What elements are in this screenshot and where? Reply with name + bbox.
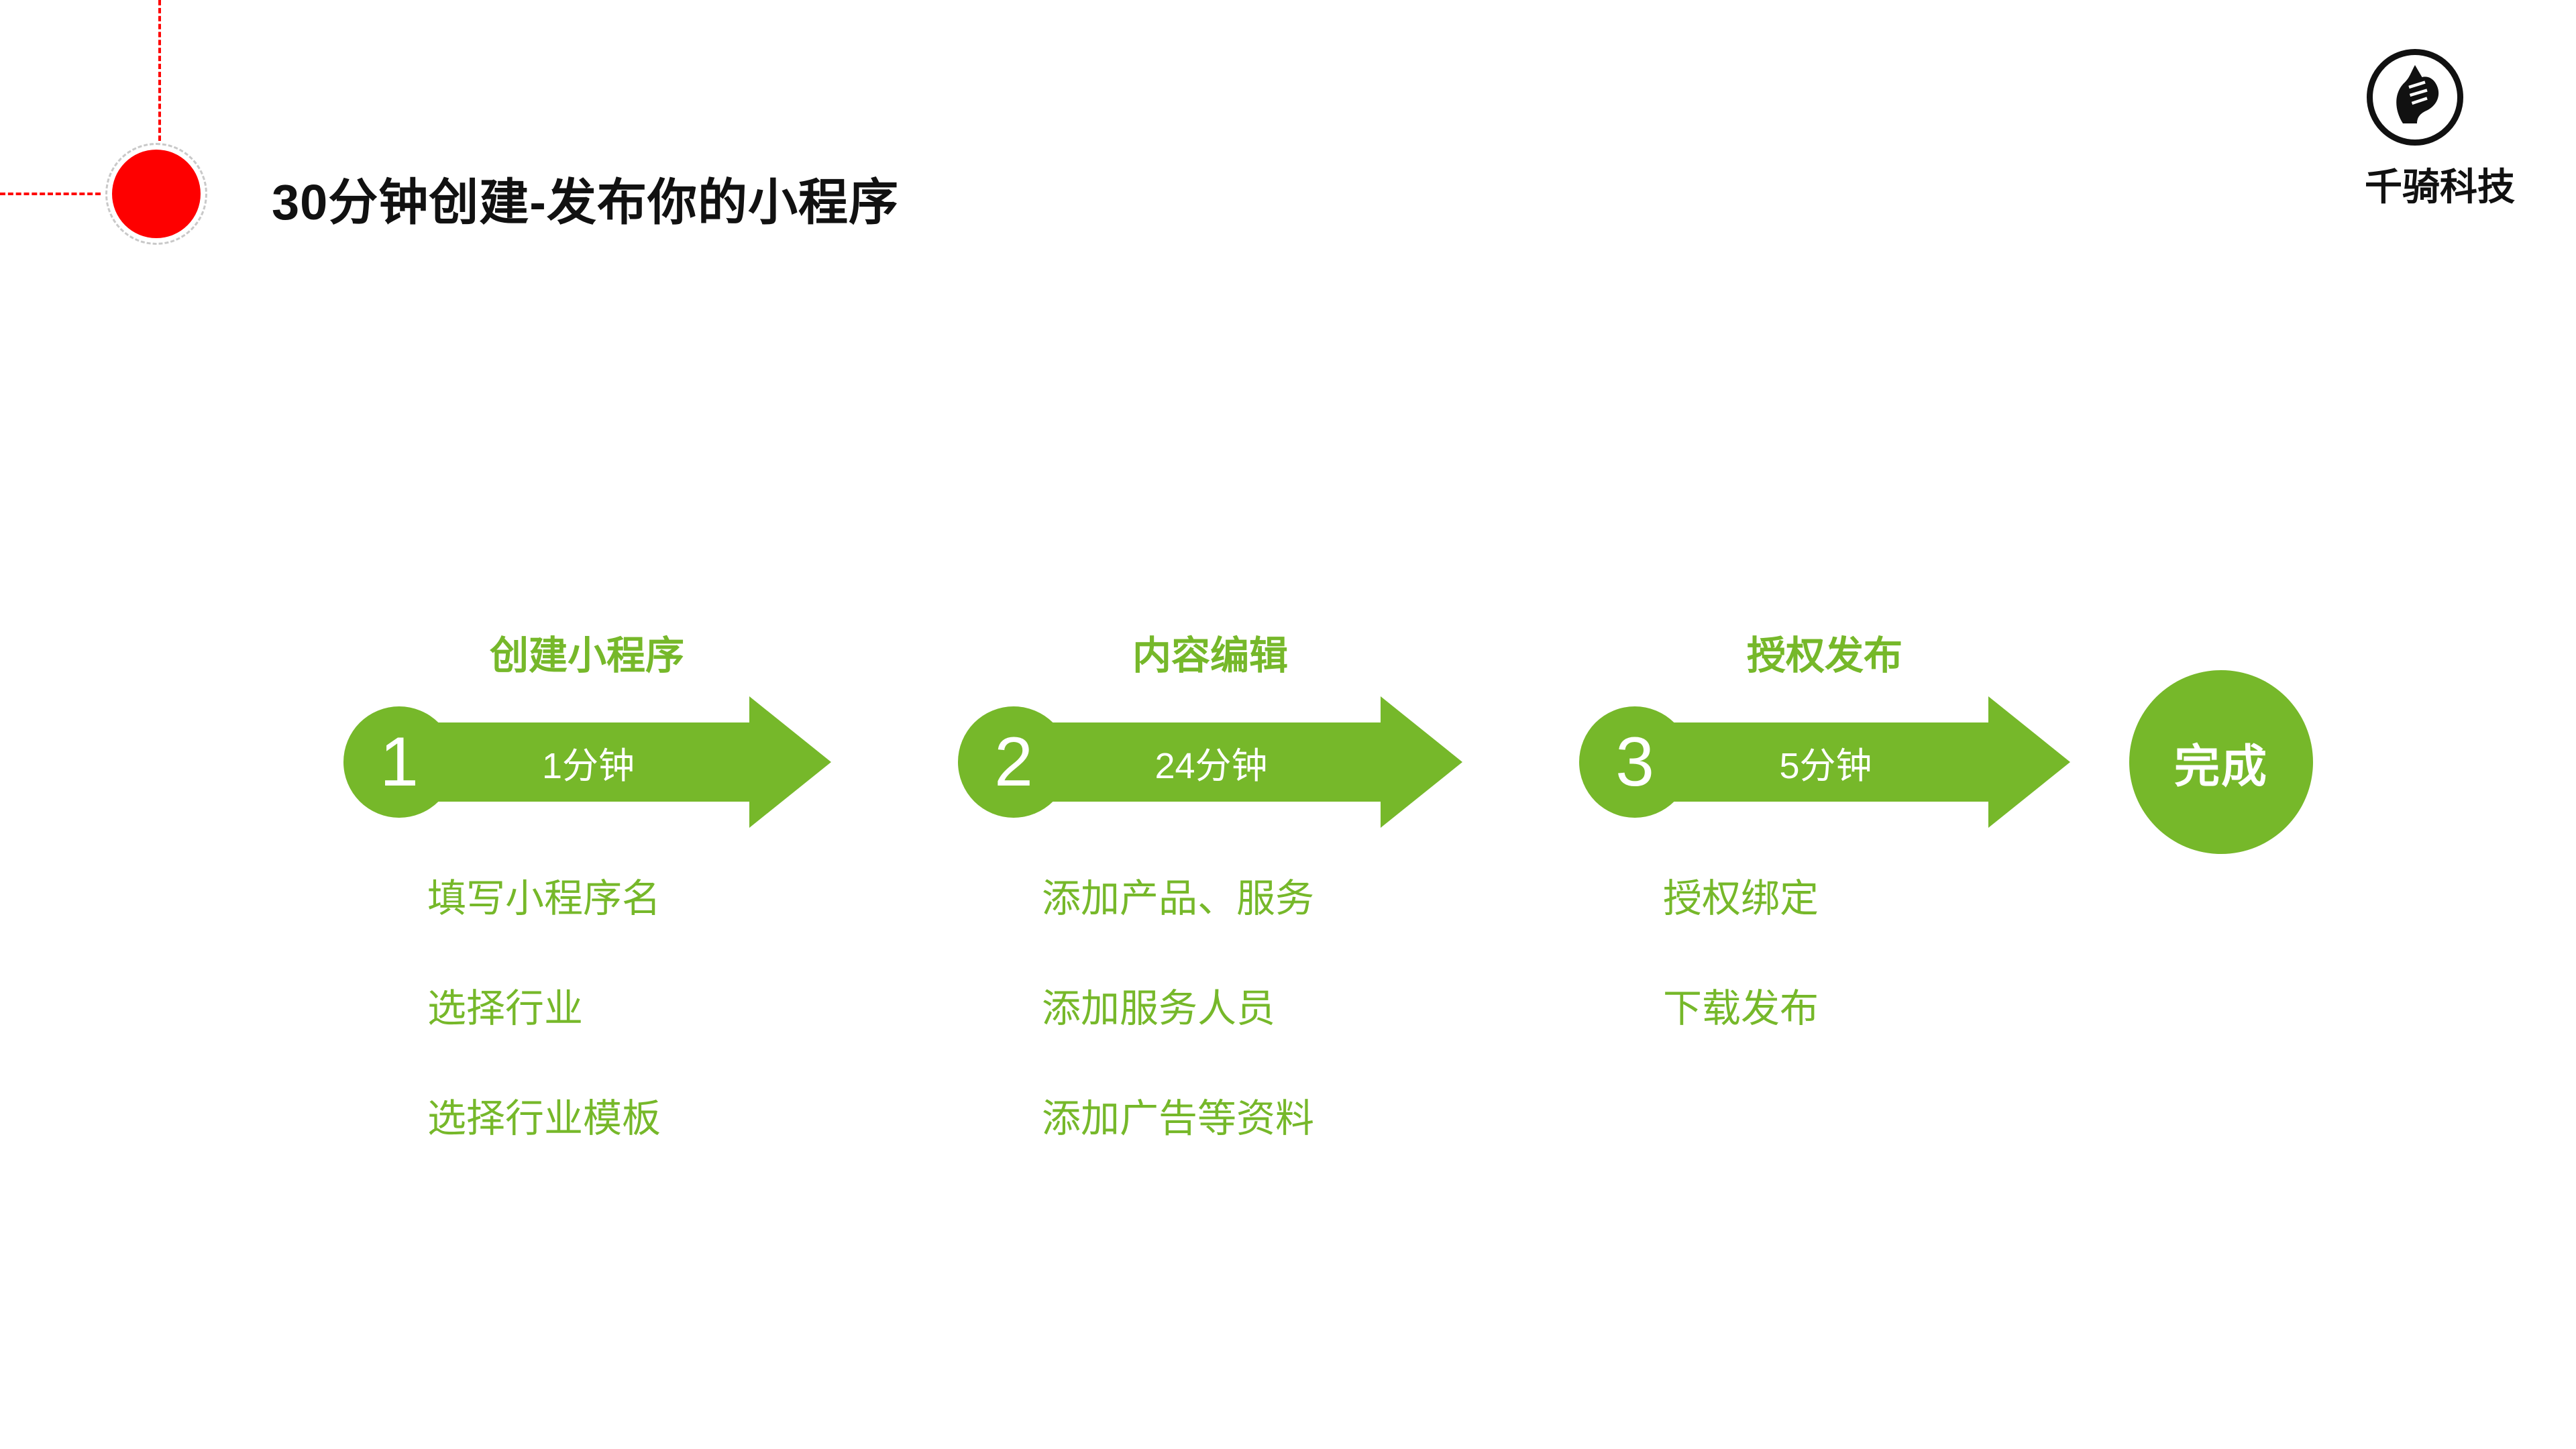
step-3-heading: 授权发布 xyxy=(1746,634,1902,678)
step-1-arrow-head-icon xyxy=(749,696,831,828)
accent-dashed-ring xyxy=(105,143,207,245)
list-item: 添加广告等资料 xyxy=(1042,1097,1315,1140)
step-3-items: 授权绑定 下载发布 xyxy=(1663,875,1819,1095)
list-item: 选择行业 xyxy=(427,987,584,1030)
finish-badge: 完成 xyxy=(2129,670,2313,854)
logo-text: 千骑科技 xyxy=(2365,166,2515,208)
company-logo: 千骑科技 xyxy=(2365,47,2515,208)
step-3-arrow: 5分钟 xyxy=(1663,722,1988,802)
step-1-items: 填写小程序名 选择行业 选择行业模板 xyxy=(427,875,661,1205)
step-1-heading: 创建小程序 xyxy=(489,634,684,678)
list-item: 下载发布 xyxy=(1663,987,1819,1030)
list-item: 添加产品、服务 xyxy=(1042,877,1315,920)
dashed-vertical-line xyxy=(158,0,161,141)
list-item: 授权绑定 xyxy=(1663,877,1819,920)
list-item: 填写小程序名 xyxy=(427,877,661,920)
list-item: 选择行业模板 xyxy=(427,1097,661,1140)
step-2-arrow-head-icon xyxy=(1381,696,1462,828)
step-2-heading: 内容编辑 xyxy=(1132,634,1288,678)
page-title: 30分钟创建-发布你的小程序 xyxy=(272,174,899,230)
step-1-arrow: 1分钟 xyxy=(427,722,749,802)
list-item: 添加服务人员 xyxy=(1042,987,1276,1030)
accent-red-dot xyxy=(112,150,201,238)
dashed-horizontal-line xyxy=(0,193,101,195)
step-2-arrow: 24分钟 xyxy=(1042,722,1381,802)
step-2-items: 添加产品、服务 添加服务人员 添加广告等资料 xyxy=(1042,875,1314,1205)
step-3-arrow-head-icon xyxy=(1988,696,2070,828)
zebra-logo-icon xyxy=(2365,47,2465,148)
